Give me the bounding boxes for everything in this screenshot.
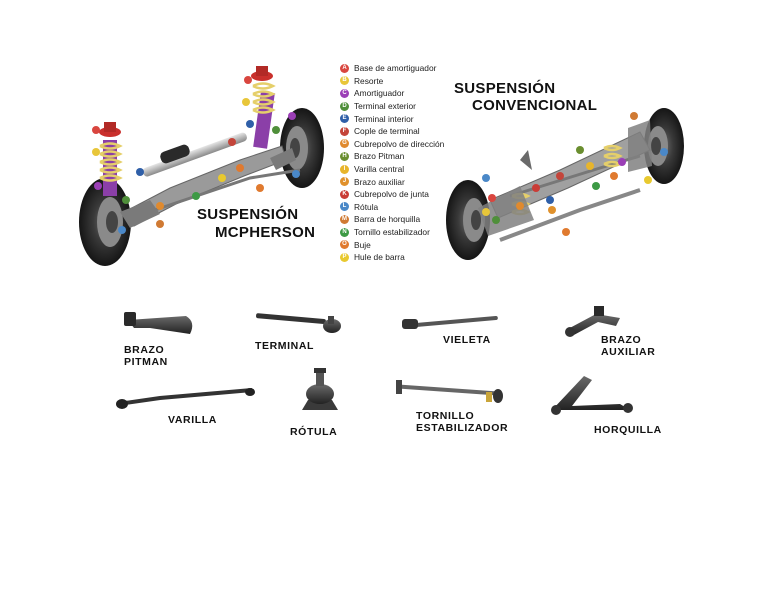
legend-badge: K [340,189,349,199]
varilla-icon [116,388,255,409]
legend-label: Terminal interior [354,113,414,124]
brazo-pitman-label: BRAZO PITMAN [124,344,168,368]
brazo-pitman-label-line2: PITMAN [124,356,168,368]
legend-item: E Terminal interior [340,112,470,125]
vieleta-icon [402,315,498,329]
mcpherson-diagram [79,66,324,266]
legend-label: Brazo auxiliar [354,176,405,187]
legend-label: Barra de horquilla [354,214,421,225]
legend-label: Buje [354,239,371,250]
brazo-pitman-icon [124,312,193,334]
rotula-label: RÓTULA [290,426,338,438]
brazo-auxiliar-icon [565,306,620,337]
brazo-auxiliar-label-line1: BRAZO [601,334,642,346]
legend-item: D Terminal exterior [340,100,470,113]
legend-label: Cubrepolvo de dirección [354,138,445,149]
convencional-title-line2: CONVENCIONAL [472,97,598,114]
legend-label: Cople de terminal [354,126,420,137]
convencional-title-line1: SUSPENSIÓN [454,80,556,97]
tornillo-label-line1: TORNILLO [416,410,475,422]
legend-label: Tornillo estabilizador [354,227,430,238]
horquilla-label: HORQUILLA [594,424,662,436]
legend-item: C Amortiguador [340,87,470,100]
legend-item: L Rótula [340,201,470,214]
legend-label: Rótula [354,201,379,212]
legend-badge: C [340,88,349,98]
mcpherson-callouts [92,76,300,234]
legend-badge: A [340,63,349,73]
brazo-auxiliar-label-line2: AUXILIAR [601,346,656,358]
vieleta-label: VIELETA [443,334,491,346]
legend-badge: B [340,76,349,86]
legend-item: P Hule de barra [340,251,470,264]
mcpherson-title-line1: SUSPENSIÓN [197,206,299,223]
legend-item: A Base de amortiguador [340,62,470,75]
legend-label: Hule de barra [354,252,405,263]
legend-item: M Barra de horquilla [340,213,470,226]
mcpherson-title-line2: MCPHERSON [215,224,316,241]
legend-label: Cubrepolvo de junta [354,189,429,200]
tornillo-estabilizador-icon [396,380,503,403]
brazo-pitman-label-line1: BRAZO [124,344,165,356]
legend-item: J Brazo auxiliar [340,175,470,188]
legend-badge: J [340,177,349,187]
legend-badge: P [340,252,349,262]
legend-label: Amortiguador [354,88,405,99]
rotula-icon [302,368,338,410]
legend-badge: F [340,126,349,136]
legend-label: Varilla central [354,164,405,175]
varilla-label: VARILLA [168,414,217,426]
legend-item: B Resorte [340,75,470,88]
legend-item: N Tornillo estabilizador [340,226,470,239]
legend-badge: I [340,164,349,174]
convencional-diagram [446,108,684,260]
legend-label: Base de amortiguador [354,63,437,74]
legend-label: Resorte [354,75,384,86]
legend-badge: G [340,139,349,149]
terminal-label: TERMINAL [255,340,315,352]
brazo-auxiliar-label: BRAZO AUXILIAR [601,334,655,358]
tornillo-estabilizador-label: TORNILLO ESTABILIZADOR [416,410,508,434]
legend-badge: M [340,214,349,224]
convencional-callouts [482,112,668,236]
tornillo-label-line2: ESTABILIZADOR [416,422,509,434]
legend-badge: E [340,114,349,124]
legend-label: Terminal exterior [354,101,416,112]
right-strut-icon [253,91,275,149]
terminal-icon [256,313,341,333]
legend-badge: L [340,202,349,212]
legend-badge: O [340,240,349,250]
horquilla-icon [551,376,633,415]
legend-item: F Cople de terminal [340,125,470,138]
legend-item: K Cubrepolvo de junta [340,188,470,201]
legend-badge: D [340,101,349,111]
legend-label: Brazo Pitman [354,151,405,162]
legend-badge: N [340,227,349,237]
legend-item: O Buje [340,238,470,251]
legend-item: H Brazo Pitman [340,150,470,163]
legend-badge: H [340,151,349,161]
legend-item: G Cubrepolvo de dirección [340,138,470,151]
legend-item: I Varilla central [340,163,470,176]
